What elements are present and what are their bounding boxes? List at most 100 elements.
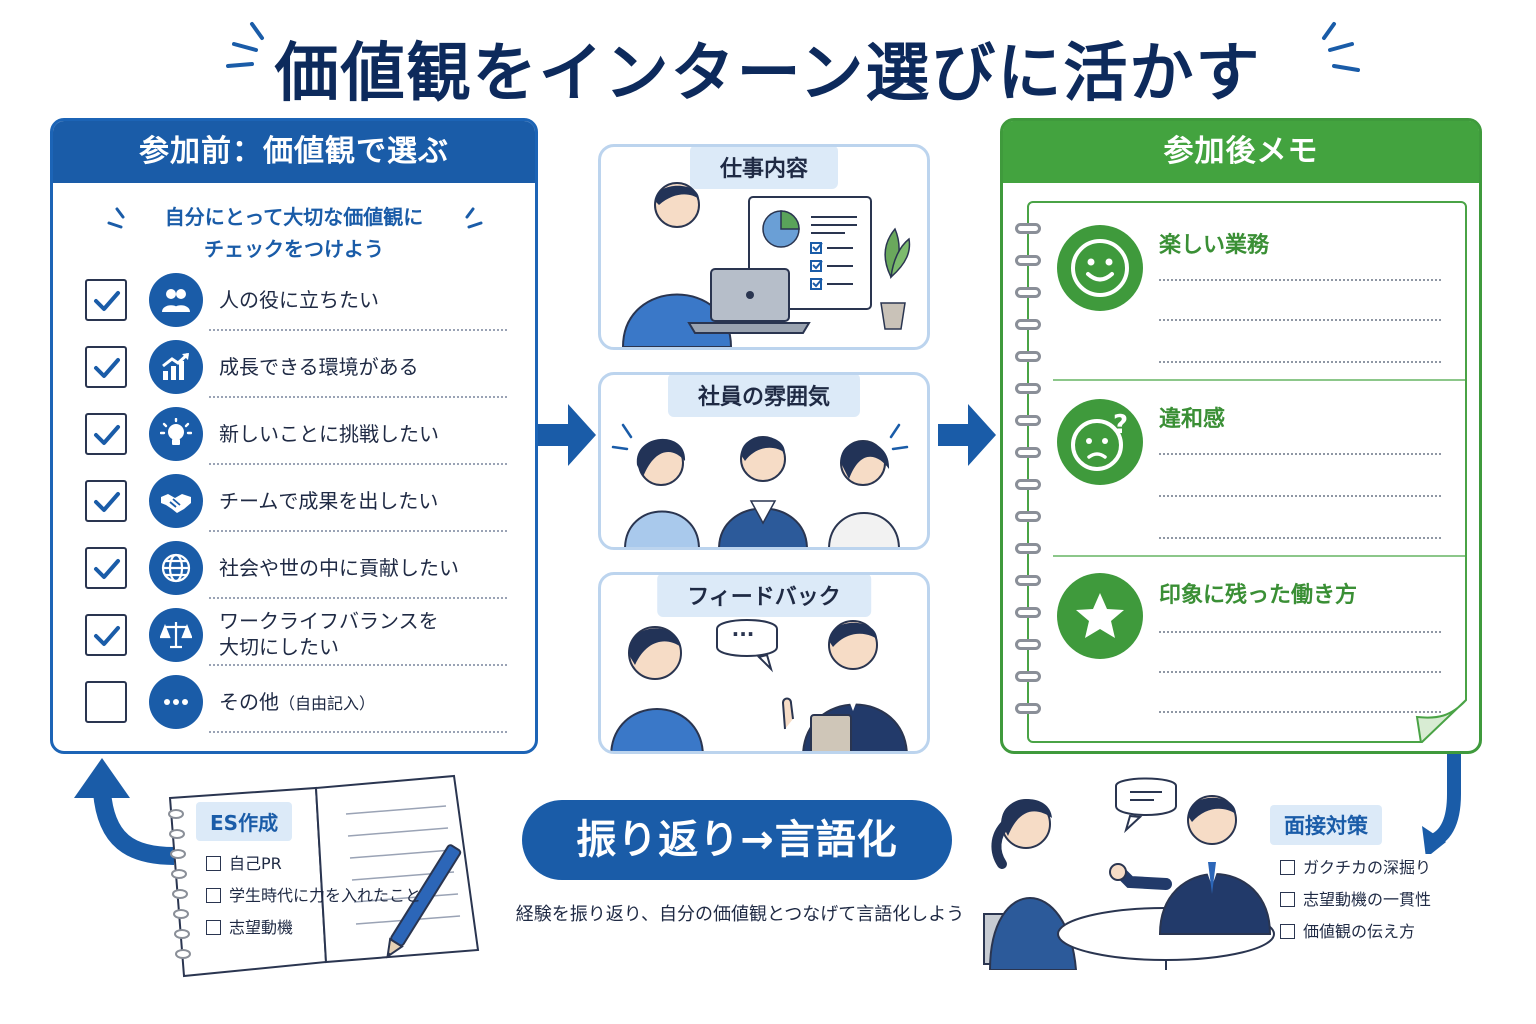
memo-line	[1159, 279, 1441, 281]
checklist-item[interactable]: その他（自由記入）	[53, 675, 535, 742]
sparkle-icon	[107, 207, 125, 229]
reflection-pill: 振り返り→言語化	[522, 800, 952, 880]
lightbulb-icon	[149, 407, 203, 461]
label-line: 大切にしたい	[219, 635, 339, 659]
checkbox-unchecked[interactable]	[206, 888, 221, 903]
memo-divider	[1053, 555, 1465, 557]
es-item-label: 自己PR	[229, 854, 282, 873]
label-line: ワークライフバランスを	[219, 609, 439, 633]
checkbox-checked[interactable]	[85, 413, 127, 455]
spiral-ring	[1015, 575, 1041, 586]
checklist-label: ワークライフバランスを 大切にしたい	[219, 608, 439, 660]
spiral-ring	[1015, 607, 1041, 618]
dotted-line	[209, 731, 507, 733]
card-tab: フィードバック	[657, 575, 871, 617]
interview-checklist-item[interactable]: ガクチカの深掘り	[1280, 854, 1431, 878]
memo-label: 楽しい業務	[1159, 233, 1270, 258]
checklist-label: チームで成果を出したい	[219, 489, 439, 513]
subtitle-line: 自分にとって大切な価値観に	[164, 205, 424, 229]
interview-checklist-item[interactable]: 志望動機の一貫性	[1280, 886, 1431, 910]
page-title: 価値観をインターン選びに活かす	[274, 37, 1262, 111]
spiral-ring	[1015, 383, 1041, 394]
memo-line	[1159, 537, 1441, 539]
interview-checklist-item[interactable]: 価値観の伝え方	[1280, 918, 1415, 942]
spiral-ring	[1015, 223, 1041, 234]
dotted-line	[209, 329, 507, 331]
memo-label: 印象に残った働き方	[1159, 583, 1358, 608]
checkbox-unchecked[interactable]	[206, 920, 221, 935]
interview-illustration	[983, 777, 1275, 970]
spiral-ring	[1015, 703, 1041, 714]
sparkle-left-icon	[226, 22, 264, 68]
checklist-label: 社会や世の中に貢献したい	[219, 556, 459, 580]
spiral-ring	[1015, 639, 1041, 650]
checklist-label: 人の役に立ちたい	[219, 288, 379, 312]
card-job-content: 仕事内容	[598, 144, 930, 350]
subtitle-line: チェックをつけよう	[204, 237, 384, 261]
checkbox-unchecked[interactable]	[1280, 892, 1295, 907]
checklist-item[interactable]: 新しいことに挑戦したい	[53, 407, 535, 474]
checkbox-checked[interactable]	[85, 614, 127, 656]
globe-icon	[149, 541, 203, 595]
card-feedback: ... フィードバック	[598, 572, 930, 754]
person-laptop-illustration	[621, 182, 911, 347]
checkbox-unchecked[interactable]	[1280, 860, 1295, 875]
checkbox-checked[interactable]	[85, 279, 127, 321]
interview-tab: 面接対策	[1270, 805, 1382, 845]
spiral-ring	[1015, 287, 1041, 298]
label-main: その他	[219, 690, 279, 714]
card-tab: 社員の雰囲気	[667, 375, 861, 417]
spiral-ring	[1015, 479, 1041, 490]
checklist-item[interactable]: 社会や世の中に貢献したい	[53, 541, 535, 608]
dotted-line	[209, 463, 507, 465]
spiral-ring	[1015, 447, 1041, 458]
label-note: （自由記入）	[279, 694, 376, 713]
memo-line	[1159, 631, 1441, 633]
curved-arrow-up-icon	[74, 758, 175, 865]
memo-line	[1159, 453, 1441, 455]
spiral-ring	[1015, 415, 1041, 426]
checkbox-unchecked[interactable]	[1280, 924, 1295, 939]
people-icon	[149, 273, 203, 327]
dotted-line	[209, 396, 507, 398]
memo-divider	[1053, 379, 1465, 381]
memo-notebook: 楽しい業務 ? 違和感 印象に残った働き方	[1027, 201, 1467, 743]
spiral-ring	[1015, 511, 1041, 522]
es-checklist-item[interactable]: 学生時代に力を入れたこと	[206, 882, 421, 906]
dotted-line	[209, 597, 507, 599]
memo-line	[1159, 319, 1441, 321]
checkbox-checked[interactable]	[85, 346, 127, 388]
interview-item-label: 志望動機の一貫性	[1303, 890, 1432, 909]
checkbox-checked[interactable]	[85, 547, 127, 589]
before-panel: 参加前：価値観で選ぶ 自分にとって大切な価値観に チェックをつけよう 人の役に立…	[50, 118, 538, 754]
curved-arrow-down-icon	[1422, 754, 1461, 854]
before-subtitle: 自分にとって大切な価値観に チェックをつけよう	[53, 201, 535, 265]
sparkle-icon	[465, 207, 483, 229]
dotted-line	[209, 530, 507, 532]
checklist-label: その他（自由記入）	[219, 689, 375, 717]
es-checklist-item[interactable]: 自己PR	[206, 850, 282, 874]
spiral-ring	[1015, 543, 1041, 554]
scale-icon	[149, 608, 203, 662]
checklist-item[interactable]: チームで成果を出したい	[53, 474, 535, 541]
checklist-label: 成長できる環境がある	[219, 355, 419, 379]
memo-line	[1159, 495, 1441, 497]
card-tab: 仕事内容	[689, 147, 839, 189]
interview-item-label: ガクチカの深掘り	[1303, 858, 1432, 877]
checkbox-unchecked[interactable]	[206, 856, 221, 871]
es-item-label: 志望動機	[229, 918, 294, 937]
checklist-item[interactable]: 成長できる環境がある	[53, 340, 535, 407]
three-people-illustration	[611, 423, 909, 547]
es-tab: ES作成	[196, 802, 293, 841]
interview-item-label: 価値観の伝え方	[1303, 922, 1416, 941]
checklist-item[interactable]: ワークライフバランスを 大切にしたい	[53, 608, 535, 675]
checklist-item[interactable]: 人の役に立ちたい	[53, 273, 535, 340]
dotted-line	[209, 664, 507, 666]
checkbox-checked[interactable]	[85, 480, 127, 522]
confused-face-icon: ?	[1057, 399, 1143, 485]
after-panel-header: 参加後メモ	[1003, 121, 1479, 183]
value-checklist: 人の役に立ちたい 成長できる環境がある 新しいことに挑戦したい チームで成果を出…	[53, 273, 535, 742]
checkbox-unchecked[interactable]	[85, 681, 127, 723]
es-checklist-item[interactable]: 志望動機	[206, 914, 293, 938]
reflection-caption: 経験を振り返り、自分の価値観とつなげて言語化しよう	[515, 904, 965, 925]
